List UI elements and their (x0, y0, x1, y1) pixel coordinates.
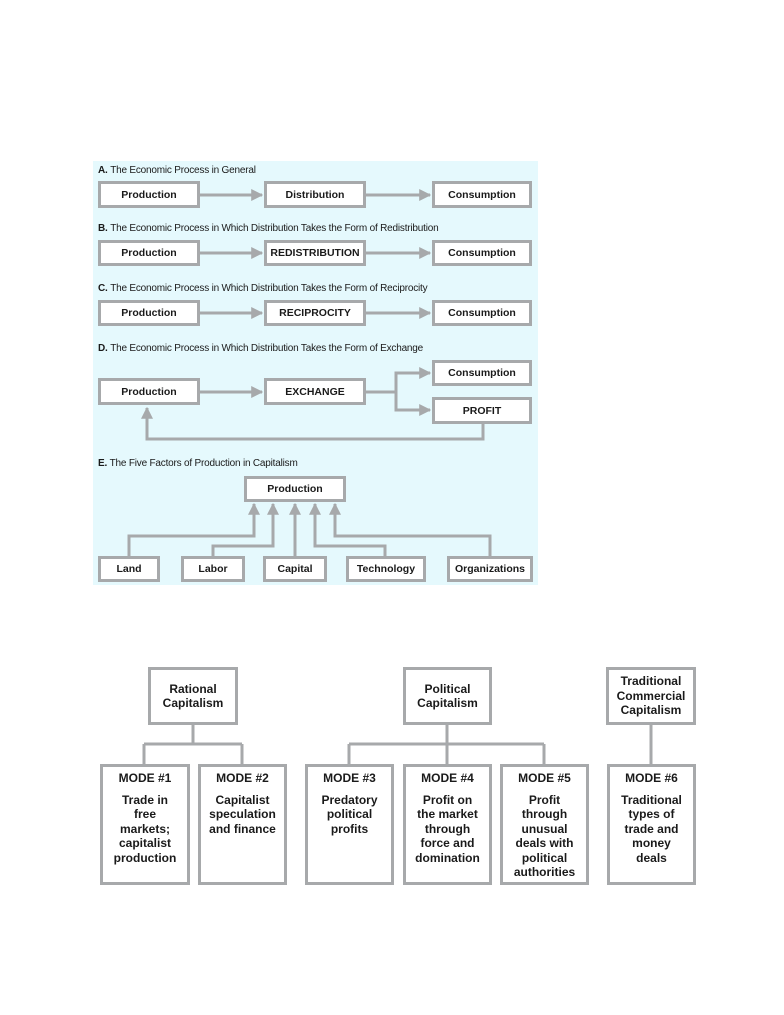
d-profit-box: PROFIT (432, 397, 532, 424)
arrow-e-land (127, 502, 260, 558)
mode-1-box: MODE #1 Trade in free markets; capitalis… (100, 764, 190, 885)
mode-5-id: MODE #5 (518, 771, 571, 785)
mode-4-id: MODE #4 (421, 771, 474, 785)
d-production-box: Production (98, 378, 200, 405)
mode-5-box: MODE #5 Profit through unusual deals wit… (500, 764, 589, 885)
mode-4-box: MODE #4 Profit on the market through for… (403, 764, 492, 885)
e-land-box: Land (98, 556, 160, 582)
e-technology-box: Technology (346, 556, 426, 582)
section-e-title: E. The Five Factors of Production in Cap… (98, 458, 298, 469)
mode-1-id: MODE #1 (118, 771, 172, 785)
mode-3-desc: Predatory political profits (321, 792, 378, 836)
arrow-d-profit (394, 392, 432, 416)
a-production-box: Production (98, 181, 200, 208)
mode-6-box: MODE #6 Traditional types of trade and m… (607, 764, 696, 885)
mode-2-box: MODE #2 Capitalist speculation and finan… (198, 764, 287, 885)
mode-2-id: MODE #2 (216, 771, 269, 785)
d-consumption-box: Consumption (432, 360, 532, 386)
b-redistribution-box: REDISTRIBUTION (264, 240, 366, 266)
section-a-title: A. The Economic Process in General (98, 165, 256, 176)
a-consumption-box: Consumption (432, 181, 532, 208)
c-consumption-box: Consumption (432, 300, 532, 326)
section-c-title: C. The Economic Process in Which Distrib… (98, 283, 428, 294)
economic-process-figure: A. The Economic Process in General Produ… (93, 161, 538, 585)
section-d-title: D. The Economic Process in Which Distrib… (98, 343, 424, 354)
arrow-d-profit-loop (141, 406, 485, 441)
flow-connectors (127, 189, 492, 558)
c-reciprocity-box: RECIPROCITY (264, 300, 366, 326)
mode-6-desc: Traditional types of trade and money dea… (621, 792, 682, 865)
b-production-box: Production (98, 240, 200, 266)
arrow-e-organizations (329, 502, 492, 558)
d-exchange-box: EXCHANGE (264, 378, 366, 405)
e-capital-box: Capital (263, 556, 327, 582)
e-organizations-box: Organizations (447, 556, 533, 582)
e-production-box: Production (244, 476, 346, 502)
e-labor-box: Labor (181, 556, 245, 582)
arrow-e-technology (309, 502, 387, 558)
rational-capitalism-box: Rational Capitalism (148, 667, 238, 725)
arrow-d-consumption (364, 367, 432, 394)
mode-4-desc: Profit on the market through force and d… (415, 792, 480, 865)
mode-3-id: MODE #3 (323, 771, 376, 785)
mode-2-desc: Capitalist speculation and finance (209, 792, 276, 836)
mode-6-id: MODE #6 (625, 771, 678, 785)
traditional-commercial-capitalism-box: Traditional Commercial Capitalism (606, 667, 696, 725)
arrow-e-labor (211, 502, 279, 558)
section-b-title: B. The Economic Process in Which Distrib… (98, 223, 439, 234)
mode-1-desc: Trade in free markets; capitalist produc… (113, 792, 177, 865)
c-production-box: Production (98, 300, 200, 326)
political-capitalism-box: Political Capitalism (403, 667, 492, 725)
mode-5-desc: Profit through unusual deals with politi… (513, 792, 576, 880)
a-distribution-box: Distribution (264, 181, 366, 208)
b-consumption-box: Consumption (432, 240, 532, 266)
mode-3-box: MODE #3 Predatory political profits (305, 764, 394, 885)
